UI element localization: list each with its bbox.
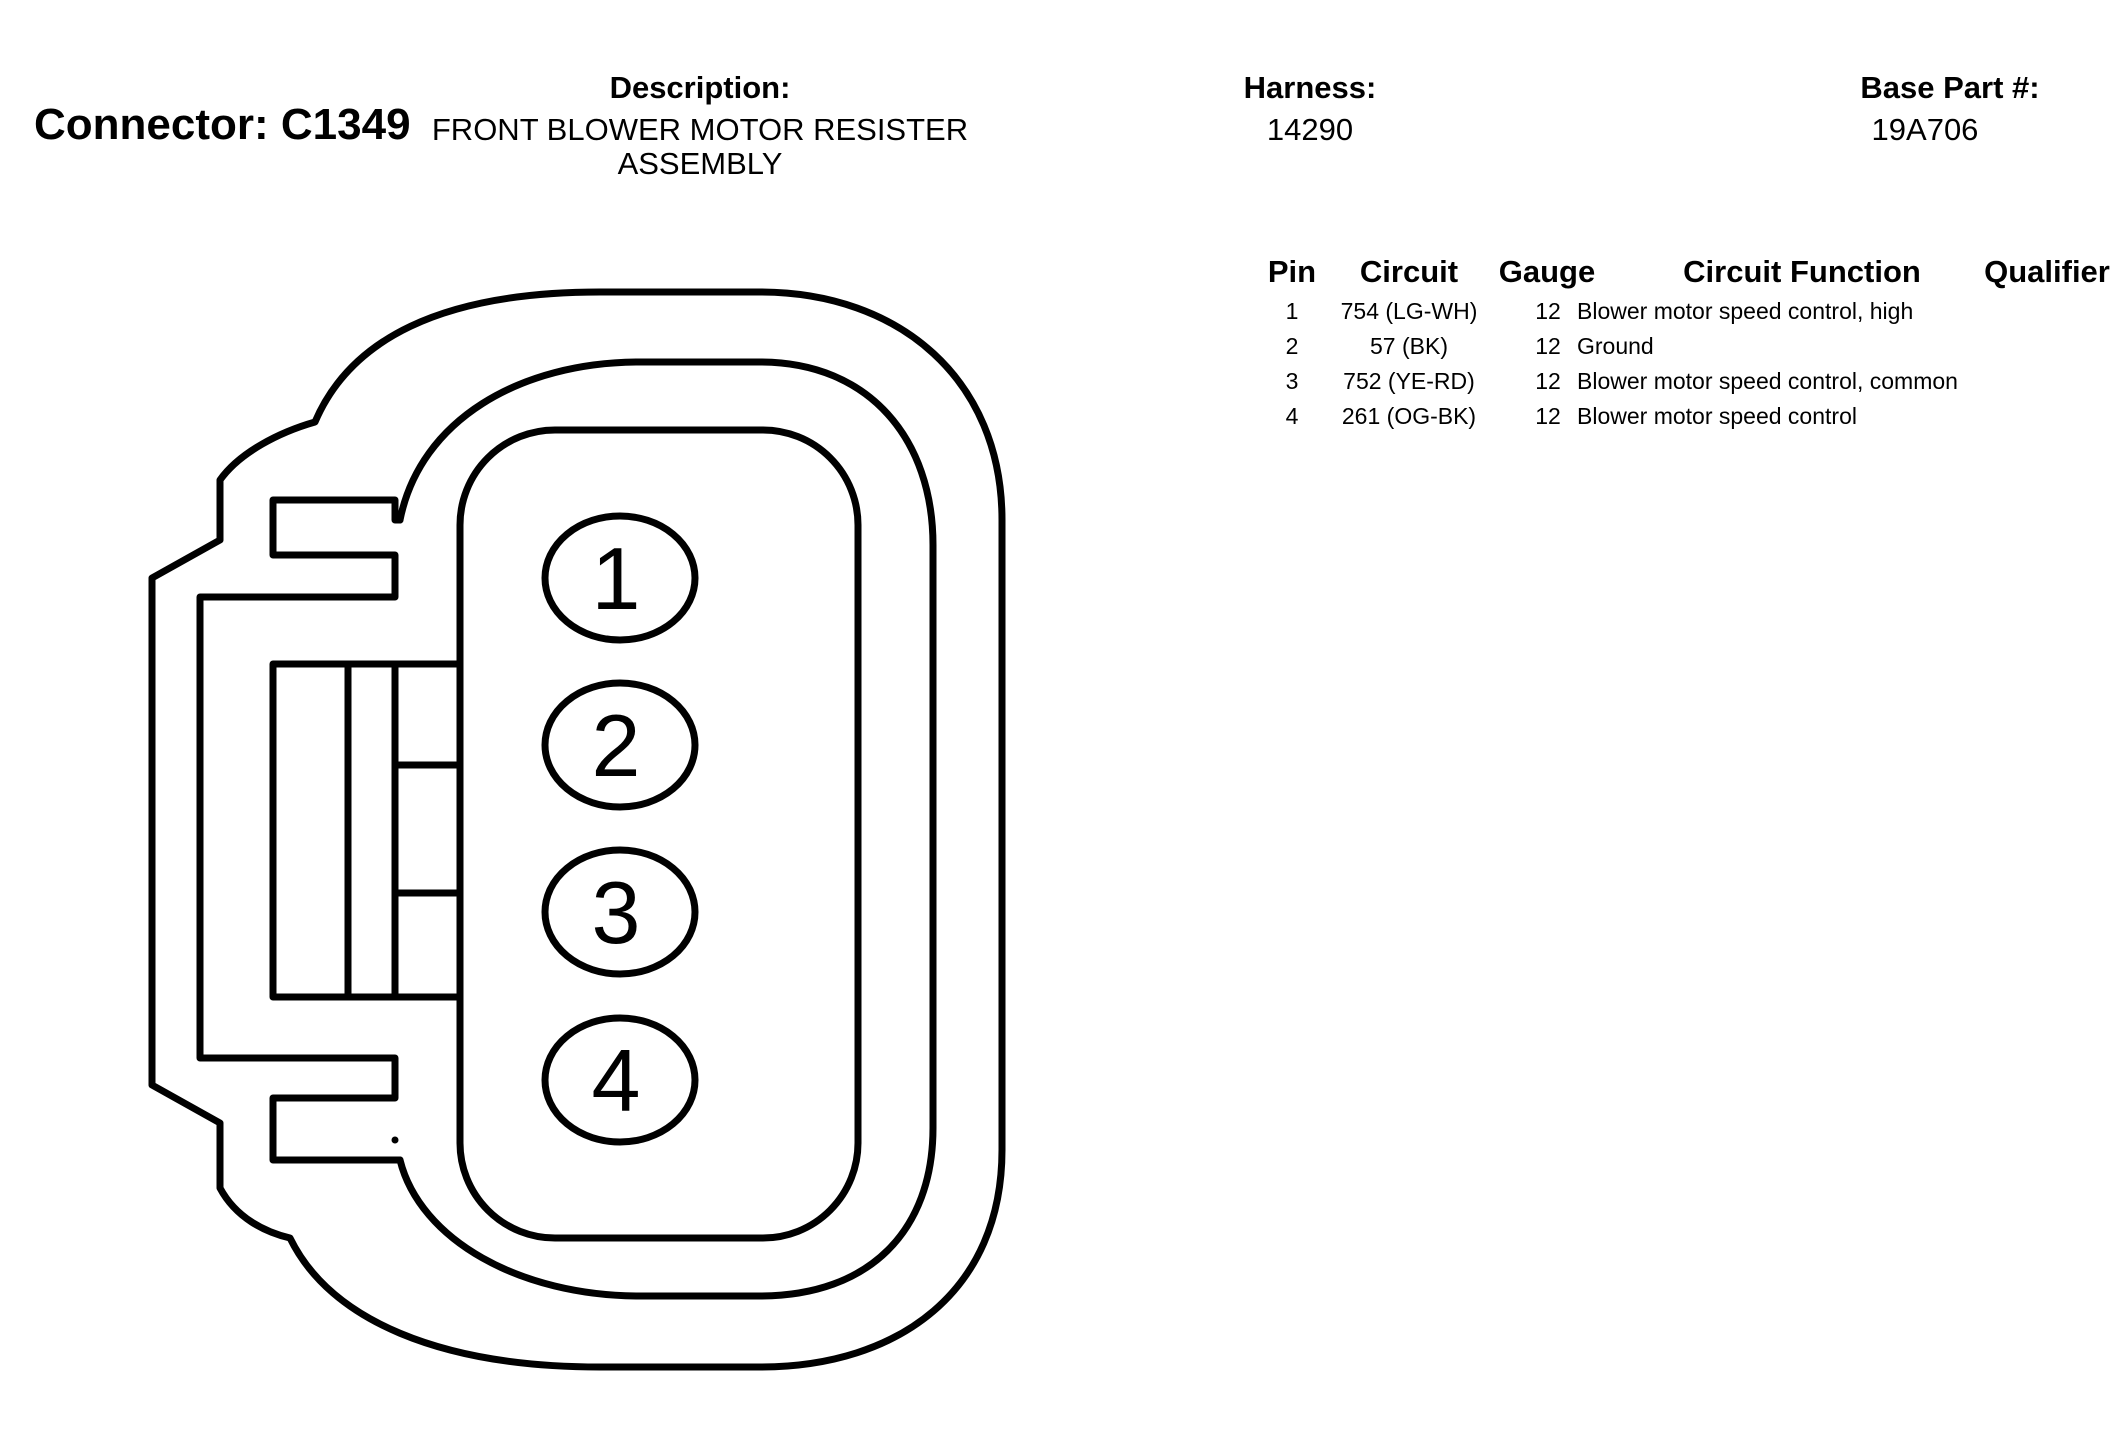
pin-2-label: 2 (592, 696, 641, 795)
description-value: FRONT BLOWER MOTOR RESISTER ASSEMBLY (431, 112, 969, 181)
row-pin: 4 (1285, 403, 1299, 429)
row-gauge: 12 (1535, 298, 1561, 324)
header-qualifier: Qualifier (1984, 254, 2110, 289)
row-function: Blower motor speed control, high (1577, 298, 1914, 324)
row-function: Blower motor speed control, common (1577, 368, 1958, 394)
pin-4-terminal (541, 1014, 699, 1146)
row-circuit: 57 (BK) (1370, 333, 1448, 359)
base-part-label: Base Part #: (1860, 70, 2040, 105)
left-latch-profile (196, 496, 404, 1164)
header-pin: Pin (1267, 254, 1317, 289)
row-gauge: 12 (1535, 368, 1561, 394)
row-gauge: 12 (1535, 333, 1561, 359)
harness-value: 14290 (1266, 112, 1354, 147)
pin-1-terminal (541, 512, 699, 644)
header-circuit: Circuit (1359, 254, 1459, 289)
row-circuit: 752 (YE-RD) (1343, 368, 1475, 394)
pin-3-terminal (541, 846, 699, 978)
pin-1-label: 1 (592, 529, 641, 628)
row-pin: 2 (1285, 333, 1299, 359)
row-function: Ground (1577, 333, 1654, 359)
row-function: Blower motor speed control (1577, 403, 1857, 429)
row-pin: 3 (1285, 368, 1299, 394)
row-pin: 1 (1285, 298, 1299, 324)
connector-outer-shell (148, 288, 1006, 1371)
base-part-value: 19A706 (1871, 112, 1979, 147)
row-gauge: 12 (1535, 403, 1561, 429)
pin-4-label: 4 (592, 1031, 641, 1130)
pin-3-label: 3 (592, 863, 641, 962)
harness-label: Harness: (1243, 70, 1377, 105)
connector-title: Connector: C1349 (34, 100, 411, 149)
pin-2-terminal (541, 679, 699, 811)
row-circuit: 261 (OG-BK) (1341, 403, 1477, 429)
key-block (269, 660, 464, 1001)
row-circuit: 754 (LG-WH) (1340, 298, 1478, 324)
header-gauge: Gauge (1498, 254, 1596, 289)
header-circuit-function: Circuit Function (1683, 254, 1921, 289)
connector-inner-shell (396, 358, 937, 1300)
description-label: Description: (609, 70, 791, 105)
